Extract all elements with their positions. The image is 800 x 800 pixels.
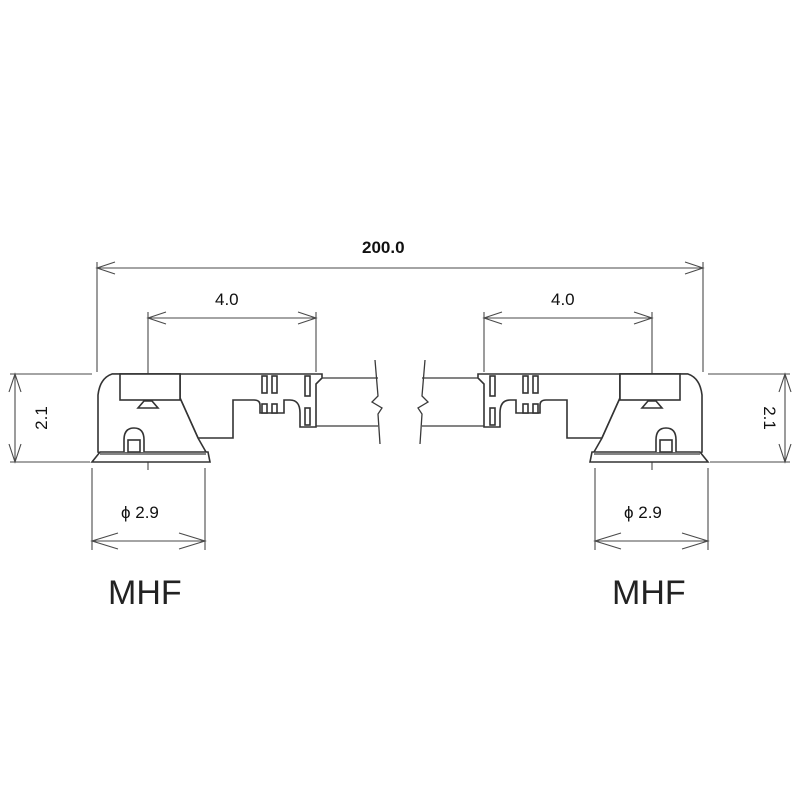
left-diameter-text: ϕ 2.9 bbox=[121, 503, 159, 522]
left-connector: 4.0 2.1 ϕ 2.9 bbox=[8, 290, 383, 612]
right-connector-label: MHF bbox=[612, 574, 686, 612]
right-height-text: 2.1 bbox=[760, 406, 779, 430]
overall-length-dimension: 200.0 bbox=[95, 238, 705, 372]
left-height-text: 2.1 bbox=[32, 406, 51, 430]
right-offset-text: 4.0 bbox=[551, 290, 575, 309]
right-diameter-text: ϕ 2.9 bbox=[624, 503, 662, 522]
left-offset-text: 4.0 bbox=[215, 290, 239, 309]
overall-length-text: 200.0 bbox=[362, 238, 405, 257]
left-connector-label: MHF bbox=[108, 574, 182, 612]
right-connector: 4.0 2.1 ϕ 2.9 MHF bbox=[417, 290, 792, 612]
